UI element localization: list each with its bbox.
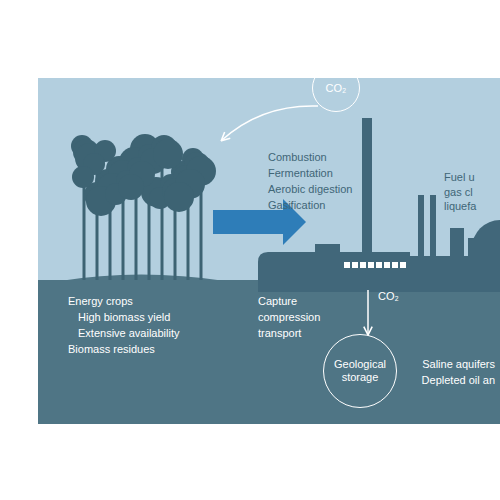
- circle-text: CO₂: [326, 82, 347, 95]
- use-label: liquefa: [444, 200, 476, 213]
- feedstock-label: High biomass yield: [78, 311, 170, 324]
- factory-windows: [344, 262, 406, 268]
- co2-down-arrow: [367, 290, 369, 334]
- co2-circle: CO₂: [312, 64, 360, 112]
- ground-panel: [38, 280, 500, 424]
- refinery-tower: [418, 195, 424, 260]
- tree-canopy: [72, 166, 94, 188]
- cycle-arrow: [222, 106, 318, 140]
- sky-panel: [38, 78, 500, 282]
- factory-window: [376, 262, 382, 268]
- storage-site-label: Saline aquifers: [422, 358, 495, 371]
- use-label: Fuel u: [444, 171, 475, 184]
- factory-window: [392, 262, 398, 268]
- feedstock-label: Energy crops: [68, 295, 133, 308]
- factory-building: [258, 244, 410, 292]
- feedstock-label: Biomass residues: [68, 343, 155, 356]
- feedstock-label: Extensive availability: [78, 327, 180, 340]
- refinery-tank: [468, 238, 478, 258]
- process-label: Fermentation: [268, 167, 333, 180]
- tree-canopy: [164, 182, 194, 212]
- tree-canopy: [153, 139, 183, 169]
- factory-window: [400, 262, 406, 268]
- factory-window: [344, 262, 350, 268]
- factory-window: [384, 262, 390, 268]
- refinery-base: [404, 256, 500, 292]
- factory-window: [368, 262, 374, 268]
- circle-text: Geological storage: [330, 358, 390, 384]
- capture-label: Capture: [258, 295, 297, 308]
- capture-label: compression: [258, 311, 320, 324]
- storage-circle: Geological storage: [323, 334, 397, 408]
- tree-group: [71, 134, 216, 280]
- chimney: [362, 118, 372, 258]
- co2-label: CO₂: [378, 290, 399, 303]
- process-label: Combustion: [268, 151, 327, 164]
- refinery-tower: [430, 195, 436, 260]
- storage-site-label: Depleted oil an: [422, 374, 495, 387]
- process-label: Aerobic digestion: [268, 183, 352, 196]
- tree-canopy: [118, 174, 144, 200]
- factory-window: [352, 262, 358, 268]
- use-label: gas cl: [444, 186, 473, 199]
- factory-window: [360, 262, 366, 268]
- process-label: Gasification: [268, 199, 325, 212]
- refinery-tank: [450, 228, 464, 258]
- factory: [258, 118, 500, 292]
- capture-label: transport: [258, 327, 301, 340]
